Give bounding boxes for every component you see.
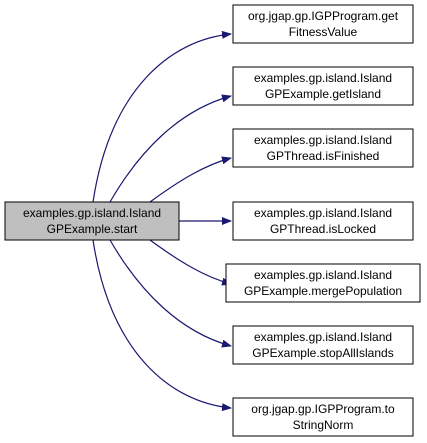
target-node-box [232, 66, 414, 106]
edge-start-to-getisland [109, 94, 232, 203]
target-node-box [225, 263, 421, 303]
target-node-label-line2: GPExample.stopAllIslands [252, 346, 393, 360]
source-node-box [4, 201, 180, 241]
target-node-box [232, 397, 414, 437]
target-node-box [232, 201, 414, 241]
source-node[interactable]: examples.gp.island.Island GPExample.star… [4, 201, 180, 241]
target-node-label-line2: GPExample.getIsland [265, 87, 381, 101]
target-node-label-line1: examples.gp.island.Island [254, 268, 392, 282]
target-node-stopallislands[interactable]: examples.gp.island.Island GPExample.stop… [232, 325, 414, 365]
edge-start-to-getfitnessvalue [92, 30, 232, 203]
source-node-label-line1: examples.gp.island.Island [23, 206, 161, 220]
target-node-getisland[interactable]: examples.gp.island.Island GPExample.getI… [232, 66, 414, 106]
source-node-label-line2: GPExample.start [47, 222, 138, 236]
target-node-tostringnorm[interactable]: org.jgap.gp.IGPProgram.to StringNorm [232, 397, 414, 437]
target-node-getfitnessvalue[interactable]: org.jgap.gp.IGPProgram.get FitnessValue [232, 4, 414, 44]
edge-start-to-tostringnorm [92, 239, 232, 412]
target-node-islocked[interactable]: examples.gp.island.Island GPThread.isLoc… [232, 201, 414, 241]
target-node-box [232, 128, 414, 168]
target-node-label-line1: org.jgap.gp.IGPProgram.get [248, 9, 399, 23]
target-node-label-line2: GPThread.isLocked [270, 222, 376, 236]
target-node-box [232, 4, 414, 44]
edge-start-to-stopallislands [109, 239, 232, 348]
edges [92, 30, 232, 412]
target-node-isfinished[interactable]: examples.gp.island.Island GPThread.isFin… [232, 128, 414, 168]
target-node-box [232, 325, 414, 365]
target-node-label-line1: examples.gp.island.Island [254, 133, 392, 147]
target-node-label-line2: StringNorm [293, 418, 354, 432]
target-node-label-line1: examples.gp.island.Island [254, 71, 392, 85]
target-node-label-line1: examples.gp.island.Island [254, 330, 392, 344]
edge-start-to-mergepopulation [149, 239, 232, 286]
edge-start-to-isfinished [149, 156, 232, 203]
target-node-label-line1: examples.gp.island.Island [254, 206, 392, 220]
target-node-label-line2: FitnessValue [289, 25, 358, 39]
target-node-mergepopulation[interactable]: examples.gp.island.Island GPExample.merg… [225, 263, 421, 303]
target-node-label-line2: GPExample.mergePopulation [244, 284, 402, 298]
target-node-label-line2: GPThread.isFinished [267, 149, 380, 163]
target-node-label-line1: org.jgap.gp.IGPProgram.to [251, 402, 395, 416]
